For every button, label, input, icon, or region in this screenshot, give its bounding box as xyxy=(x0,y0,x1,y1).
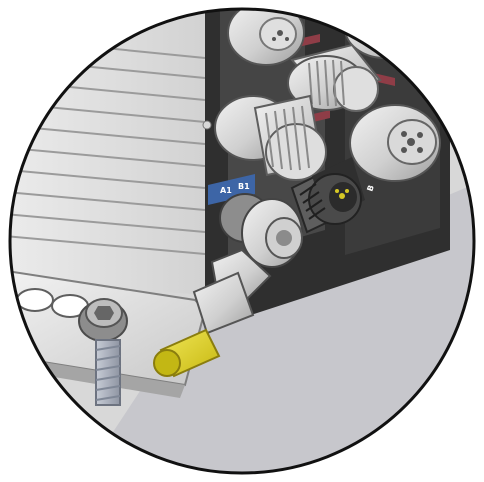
plate-hole-left xyxy=(16,288,54,312)
port-label-b-text: B1 xyxy=(238,182,250,191)
detail-circle-border xyxy=(8,7,476,475)
port-label-c-text: B xyxy=(365,184,376,193)
ground-lug xyxy=(192,248,272,335)
hex-screw xyxy=(78,298,128,406)
right-connector xyxy=(349,104,441,182)
small-panel-screw xyxy=(202,120,212,130)
port-label-a-text: A1 xyxy=(220,186,232,195)
top-left-connector xyxy=(227,9,305,66)
yellow-pin xyxy=(153,328,221,378)
port-label-a xyxy=(208,174,255,205)
housing-ribs xyxy=(10,39,206,255)
lower-middle-connector xyxy=(214,94,327,181)
grounding-nut-assembly xyxy=(219,193,303,268)
top-right-connector xyxy=(344,9,426,59)
center-small-connector xyxy=(290,157,365,234)
